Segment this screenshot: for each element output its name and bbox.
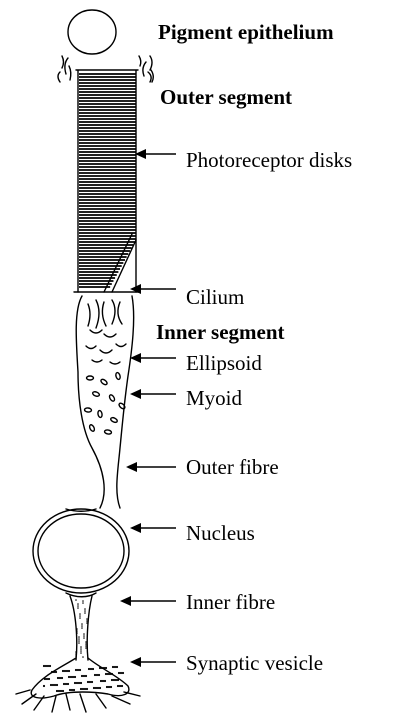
synaptic-terminal: [16, 658, 140, 712]
label-inner-fibre: Inner fibre: [186, 590, 275, 614]
label-pigment-epithelium: Pigment epithelium: [158, 20, 334, 44]
ellipsoid-mitochondria: [86, 300, 126, 364]
label-photoreceptor-disks: Photoreceptor disks: [186, 148, 352, 172]
callout-inner-fibre: Inner fibre: [120, 590, 275, 614]
inner-fibre: [70, 596, 92, 660]
callout-ellipsoid: Ellipsoid: [130, 351, 262, 375]
label-synaptic-vesicle: Synaptic vesicle: [186, 651, 323, 675]
nucleus: [33, 509, 129, 597]
label-inner-segment: Inner segment: [156, 320, 285, 344]
pointer-arrow-myoid: [130, 389, 176, 399]
label-nucleus: Nucleus: [186, 521, 255, 545]
label-myoid: Myoid: [186, 386, 243, 410]
label-ellipsoid: Ellipsoid: [186, 351, 262, 375]
myoid-granules: [84, 372, 126, 434]
callout-photoreceptor-disks: Photoreceptor disks: [135, 148, 352, 172]
pointer-arrow-photoreceptor-disks: [135, 149, 176, 159]
callout-nucleus: Nucleus: [130, 521, 255, 545]
label-outer-segment: Outer segment: [160, 85, 292, 109]
pointer-arrow-inner-fibre: [120, 596, 176, 606]
pointer-arrow-outer-fibre: [126, 462, 176, 472]
label-outer-fibre: Outer fibre: [186, 455, 279, 479]
pointer-arrow-nucleus: [130, 523, 176, 533]
outer-segment: [74, 70, 140, 292]
callout-cilium: Cilium: [130, 284, 244, 309]
callout-synaptic-vesicle: Synaptic vesicle: [130, 651, 323, 675]
pointer-arrow-synaptic-vesicle: [130, 657, 176, 667]
pointer-arrow-ellipsoid: [130, 353, 176, 363]
callout-outer-fibre: Outer fibre: [126, 455, 279, 479]
photoreceptor-disk-stack: [79, 74, 136, 287]
inner-segment: [76, 296, 133, 508]
label-cilium: Cilium: [186, 285, 244, 309]
callout-myoid: Myoid: [130, 386, 243, 410]
pigment-epithelium-cell: [68, 10, 116, 54]
outer-segment-fringe: [58, 56, 153, 82]
synaptic-vesicle-granules: [43, 665, 124, 692]
